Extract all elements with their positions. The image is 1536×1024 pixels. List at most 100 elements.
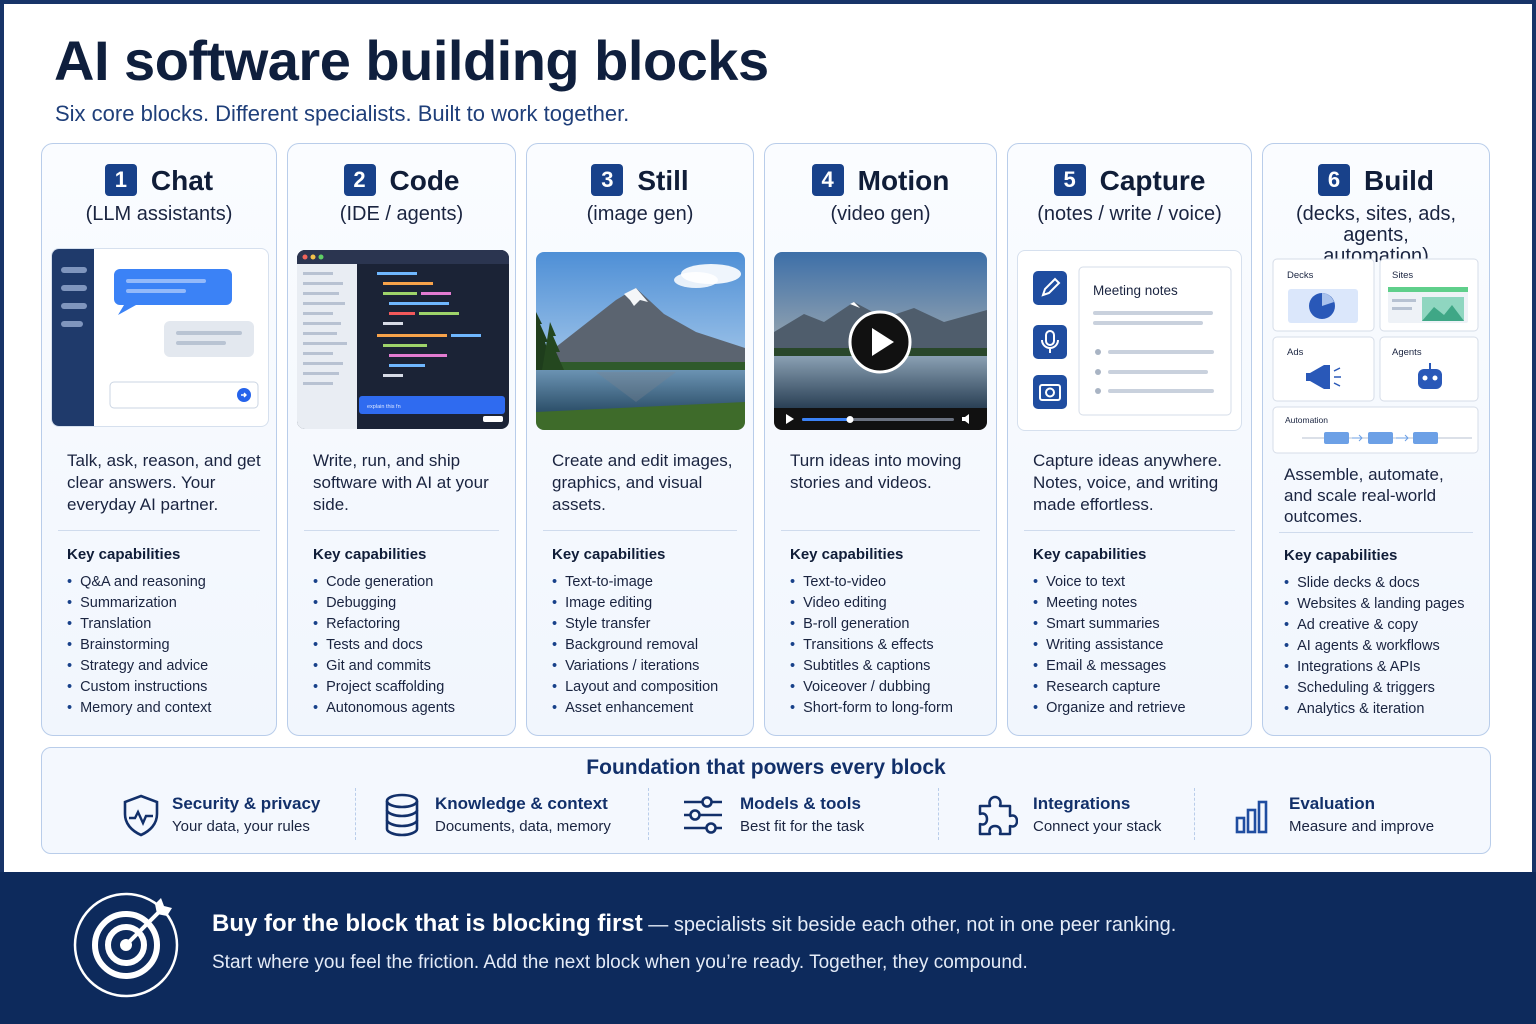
capabilities-list: Q&A and reasoning Summarization Translat… (67, 572, 211, 719)
build-tile-decks-label: Decks (1287, 270, 1314, 281)
list-item: B-roll generation (790, 614, 953, 635)
banner-headline-bold: Buy for the block that is blocking first (212, 910, 643, 937)
list-item: Subtitles & captions (790, 656, 953, 677)
list-item: Strategy and advice (67, 656, 211, 677)
chat-illustration (51, 248, 269, 427)
build-tile-sites-label: Sites (1392, 270, 1413, 281)
target-icon (73, 892, 179, 998)
block-number-badge: 2 (343, 164, 376, 196)
foundation-separator (355, 788, 356, 840)
key-capabilities-heading: Key capabilities (790, 546, 904, 563)
list-item: Translation (67, 614, 211, 635)
list-item: Meeting notes (1033, 593, 1186, 614)
block-description: Create and edit images, graphics, and vi… (552, 451, 733, 514)
block-subtitle: (notes / write / voice) (1037, 203, 1222, 225)
page-title: AI software building blocks (54, 29, 769, 92)
list-item: Integrations & APIs (1284, 657, 1464, 678)
block-name: Capture (1099, 165, 1206, 196)
list-item: Brainstorming (67, 635, 211, 656)
list-item: Transitions & effects (790, 635, 953, 656)
block-number-badge: 6 (1318, 164, 1350, 196)
list-item: Analytics & iteration (1284, 699, 1464, 720)
block-name: Still (637, 165, 689, 196)
banner-headline-rest: — specialists sit beside each other, not… (642, 914, 1177, 936)
key-capabilities-heading: Key capabilities (1284, 547, 1398, 564)
foundation-separator (1194, 788, 1195, 840)
capabilities-list: Text-to-video Video editing B-roll gener… (790, 572, 953, 719)
list-item: Style transfer (552, 614, 718, 635)
block-subtitle: (LLM assistants) (85, 203, 233, 225)
foundation-item-sub: Documents, data, memory (435, 818, 611, 835)
key-capabilities-heading: Key capabilities (552, 546, 666, 563)
list-item: Background removal (552, 635, 718, 656)
list-item: Q&A and reasoning (67, 572, 211, 593)
block-description: Assemble, automate, and scale real-world… (1284, 465, 1444, 526)
list-item: Debugging (313, 593, 455, 614)
foundation-item-sub: Measure and improve (1289, 818, 1435, 835)
key-capabilities-heading: Key capabilities (1033, 546, 1147, 563)
foundation-title: Foundation that powers every block (586, 756, 946, 779)
video-player-illustration (774, 252, 987, 430)
foundation-separator (938, 788, 939, 840)
list-item: Custom instructions (67, 677, 211, 698)
foundation-item-name: Knowledge & context (435, 794, 608, 813)
list-item: Smart summaries (1033, 614, 1186, 635)
banner-headline: Buy for the block that is blocking first… (212, 910, 1176, 938)
block-description: Capture ideas anywhere. Notes, voice, an… (1033, 451, 1223, 514)
foundation-item-name: Models & tools (740, 794, 861, 813)
foundation-item-name: Security & privacy (172, 794, 321, 813)
list-item: Code generation (313, 572, 455, 593)
block-heading: 5 Capture (1008, 164, 1251, 197)
block-number-badge: 1 (104, 164, 137, 196)
list-item: Git and commits (313, 656, 455, 677)
capabilities-list: Slide decks & docs Websites & landing pa… (1284, 573, 1464, 720)
block-subtitle: (image gen) (586, 203, 694, 225)
divider (781, 530, 980, 531)
banner-subline: Start where you feel the friction. Add t… (212, 952, 1028, 973)
bottom-banner: Buy for the block that is blocking first… (0, 872, 1536, 1024)
key-capabilities-heading: Key capabilities (67, 546, 181, 563)
list-item: Ad creative & copy (1284, 615, 1464, 636)
list-item: Organize and retrieve (1033, 698, 1185, 719)
divider (1024, 530, 1235, 531)
foundation-item-sub: Best fit for the task (740, 818, 865, 835)
page-frame (0, 0, 1536, 872)
bar-chart-icon (1235, 800, 1268, 834)
capabilities-list: Text-to-image Image editing Style transf… (552, 572, 718, 719)
foundation-separator (648, 788, 649, 840)
list-item: Memory and context (67, 698, 211, 719)
divider (58, 530, 260, 531)
list-item: Video editing (790, 593, 953, 614)
list-item: Research capture (1033, 677, 1186, 698)
block-description: Talk, ask, reason, and get clear answers… (67, 451, 261, 514)
block-number-badge: 5 (1053, 164, 1086, 196)
build-tile-ads-label: Ads (1287, 347, 1304, 358)
list-item: Variations / iterations (552, 656, 718, 677)
foundation-item-sub: Connect your stack (1033, 818, 1162, 835)
list-item: Voiceover / dubbing (790, 677, 953, 698)
shield-icon (123, 794, 159, 837)
block-subtitle: (IDE / agents) (339, 203, 464, 225)
list-item: Scheduling & triggers (1284, 678, 1464, 699)
list-item: Layout and composition (552, 677, 718, 698)
list-item: Voice to text (1033, 572, 1186, 593)
divider (1279, 532, 1473, 533)
mountain-lake-image (536, 252, 745, 430)
block-name: Motion (857, 165, 950, 196)
foundation-item-sub: Your data, your rules (172, 818, 310, 835)
block-description: Write, run, and ship software with AI at… (313, 451, 489, 514)
capabilities-list: Voice to text Meeting notes Smart summar… (1033, 572, 1186, 719)
list-item: Tests and docs (313, 635, 455, 656)
list-item: Refactoring (313, 614, 455, 635)
block-subtitle: (video gen) (830, 203, 931, 225)
capture-illustration: Meeting notes (1017, 250, 1242, 431)
list-item: Text-to-video (790, 572, 953, 593)
